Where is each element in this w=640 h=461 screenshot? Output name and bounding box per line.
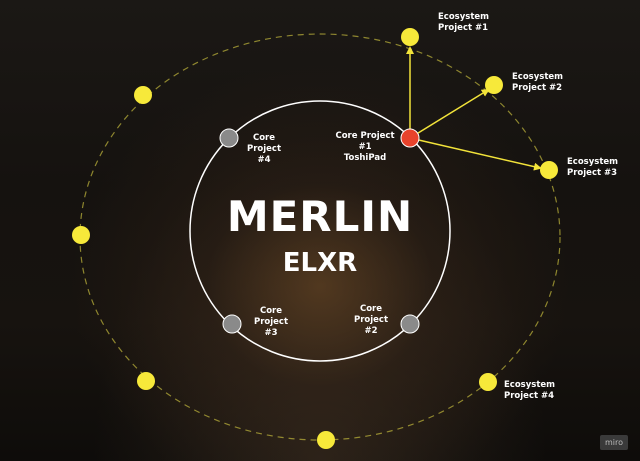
ecosystem-node-1 [401, 28, 419, 46]
ecosystem-project-3-label: Ecosystem Project #3 [567, 157, 619, 178]
link-core1-eco3 [409, 137, 542, 171]
diagram-title: MERLIN [226, 192, 414, 241]
core-node-2 [400, 314, 420, 334]
inner-core-ring [189, 100, 451, 362]
core-node-1 [400, 128, 420, 148]
orbit-dot [134, 86, 152, 104]
core-project-4-label: Core Project #4 [246, 133, 282, 165]
ecosystem-node-4 [479, 373, 497, 391]
orbit-dot [317, 431, 335, 449]
ecosystem-project-1-label: Ecosystem Project #1 [438, 12, 490, 33]
ecosystem-node-3 [540, 161, 558, 179]
core-project-1-label: Core Project #1 ToshiPad [335, 131, 395, 163]
core-node-4 [219, 128, 239, 148]
core-node-3 [222, 314, 242, 334]
core-project-2-label: Core Project #2 [353, 304, 389, 336]
miro-watermark: miro [600, 435, 628, 450]
ecosystem-node-2 [485, 76, 503, 94]
link-core1-eco2 [409, 88, 490, 139]
core-project-3-label: Core Project #3 [253, 306, 289, 338]
ecosystem-project-4-label: Ecosystem Project #4 [504, 380, 556, 401]
ecosystem-project-2-label: Ecosystem Project #2 [512, 72, 564, 93]
orbit-dot [72, 226, 90, 244]
diagram-subtitle: ELXR [282, 248, 358, 278]
orbit-dot [137, 372, 155, 390]
